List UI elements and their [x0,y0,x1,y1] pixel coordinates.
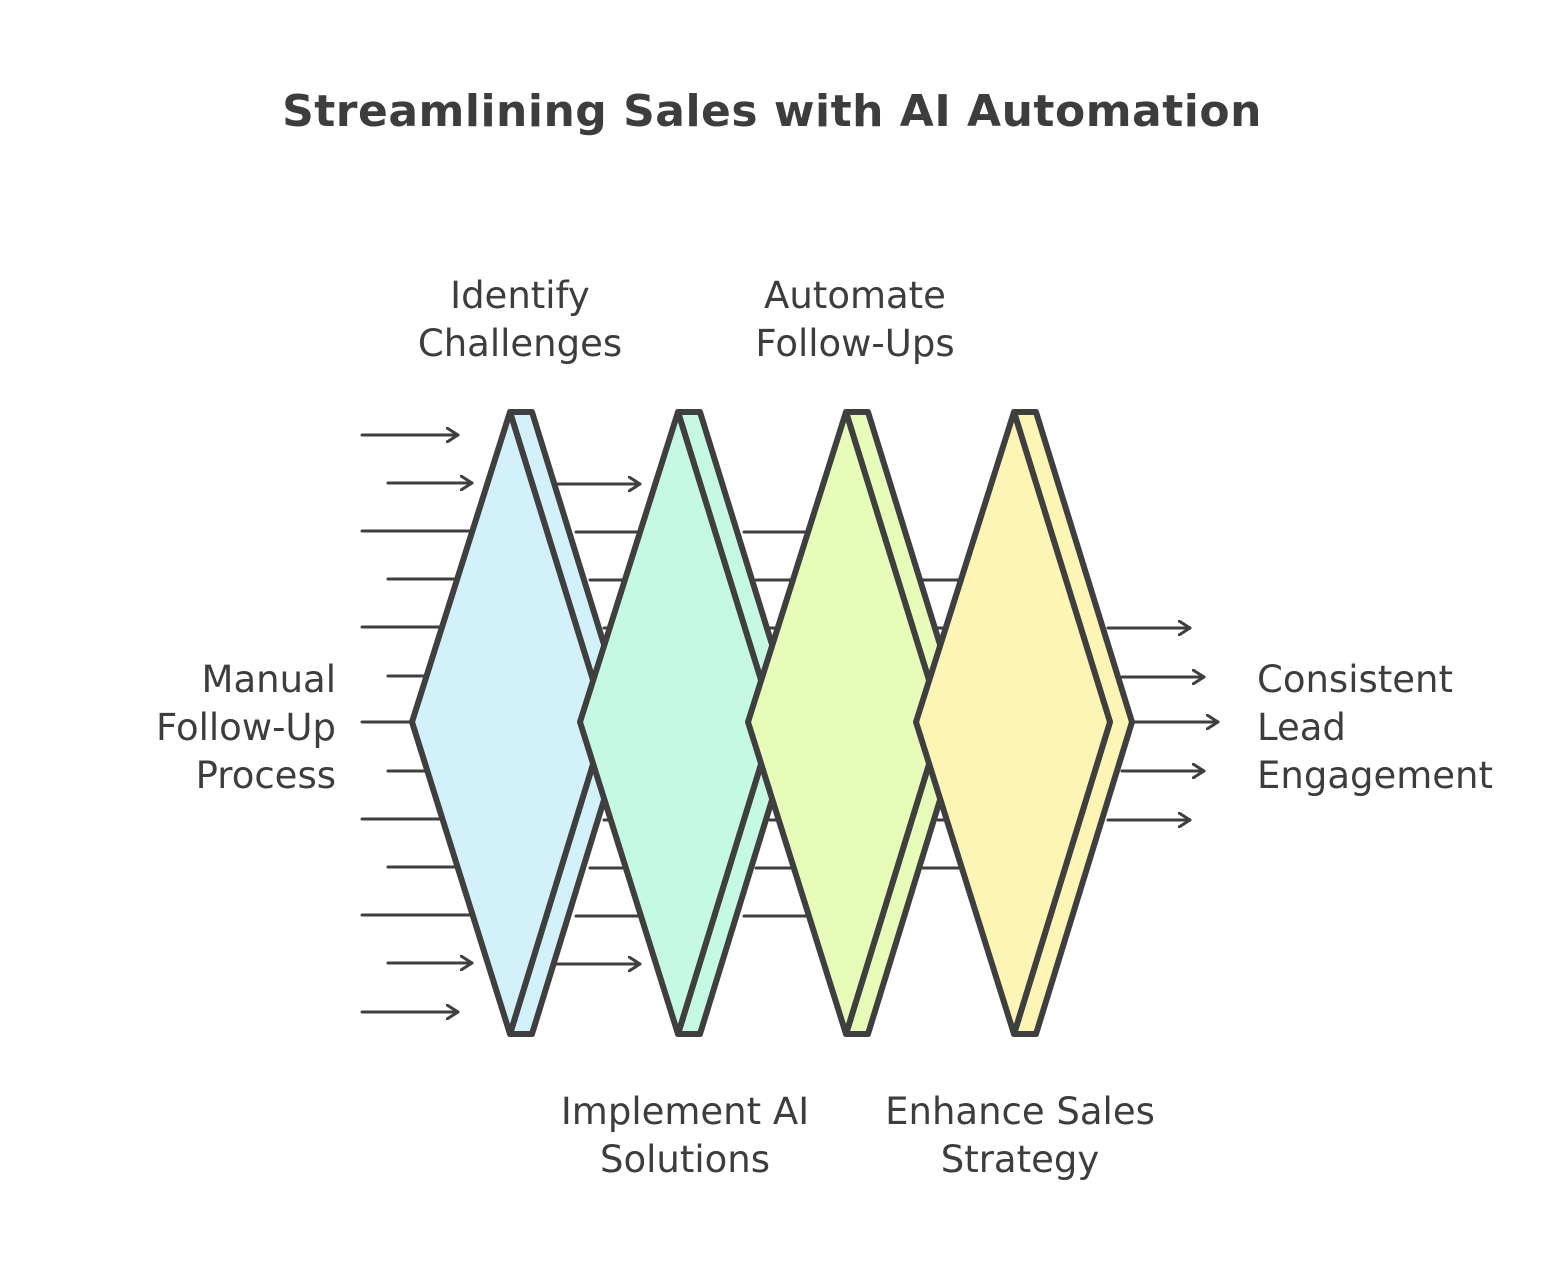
output-label: Consistent Lead Engagement [1257,658,1494,797]
input-label: Manual Follow-Up Process [156,658,336,797]
stage-chevrons [409,409,1135,1037]
stage-chevron-implement [577,409,799,1037]
chevron-face [577,409,777,1037]
chevron-face [745,409,945,1037]
stage-chevron-enhance [913,409,1135,1037]
stage-label-implement: Implement AI Solutions [560,1090,810,1181]
chevron-face [409,409,609,1037]
stage-label-identify: Identify Challenges [417,274,623,365]
chevron-face [913,409,1113,1037]
diagram-title: Streamlining Sales with AI Automation [282,86,1262,137]
stage-label-automate: Automate Follow-Ups [755,274,955,365]
stage-label-enhance: Enhance Sales Strategy [885,1090,1155,1181]
